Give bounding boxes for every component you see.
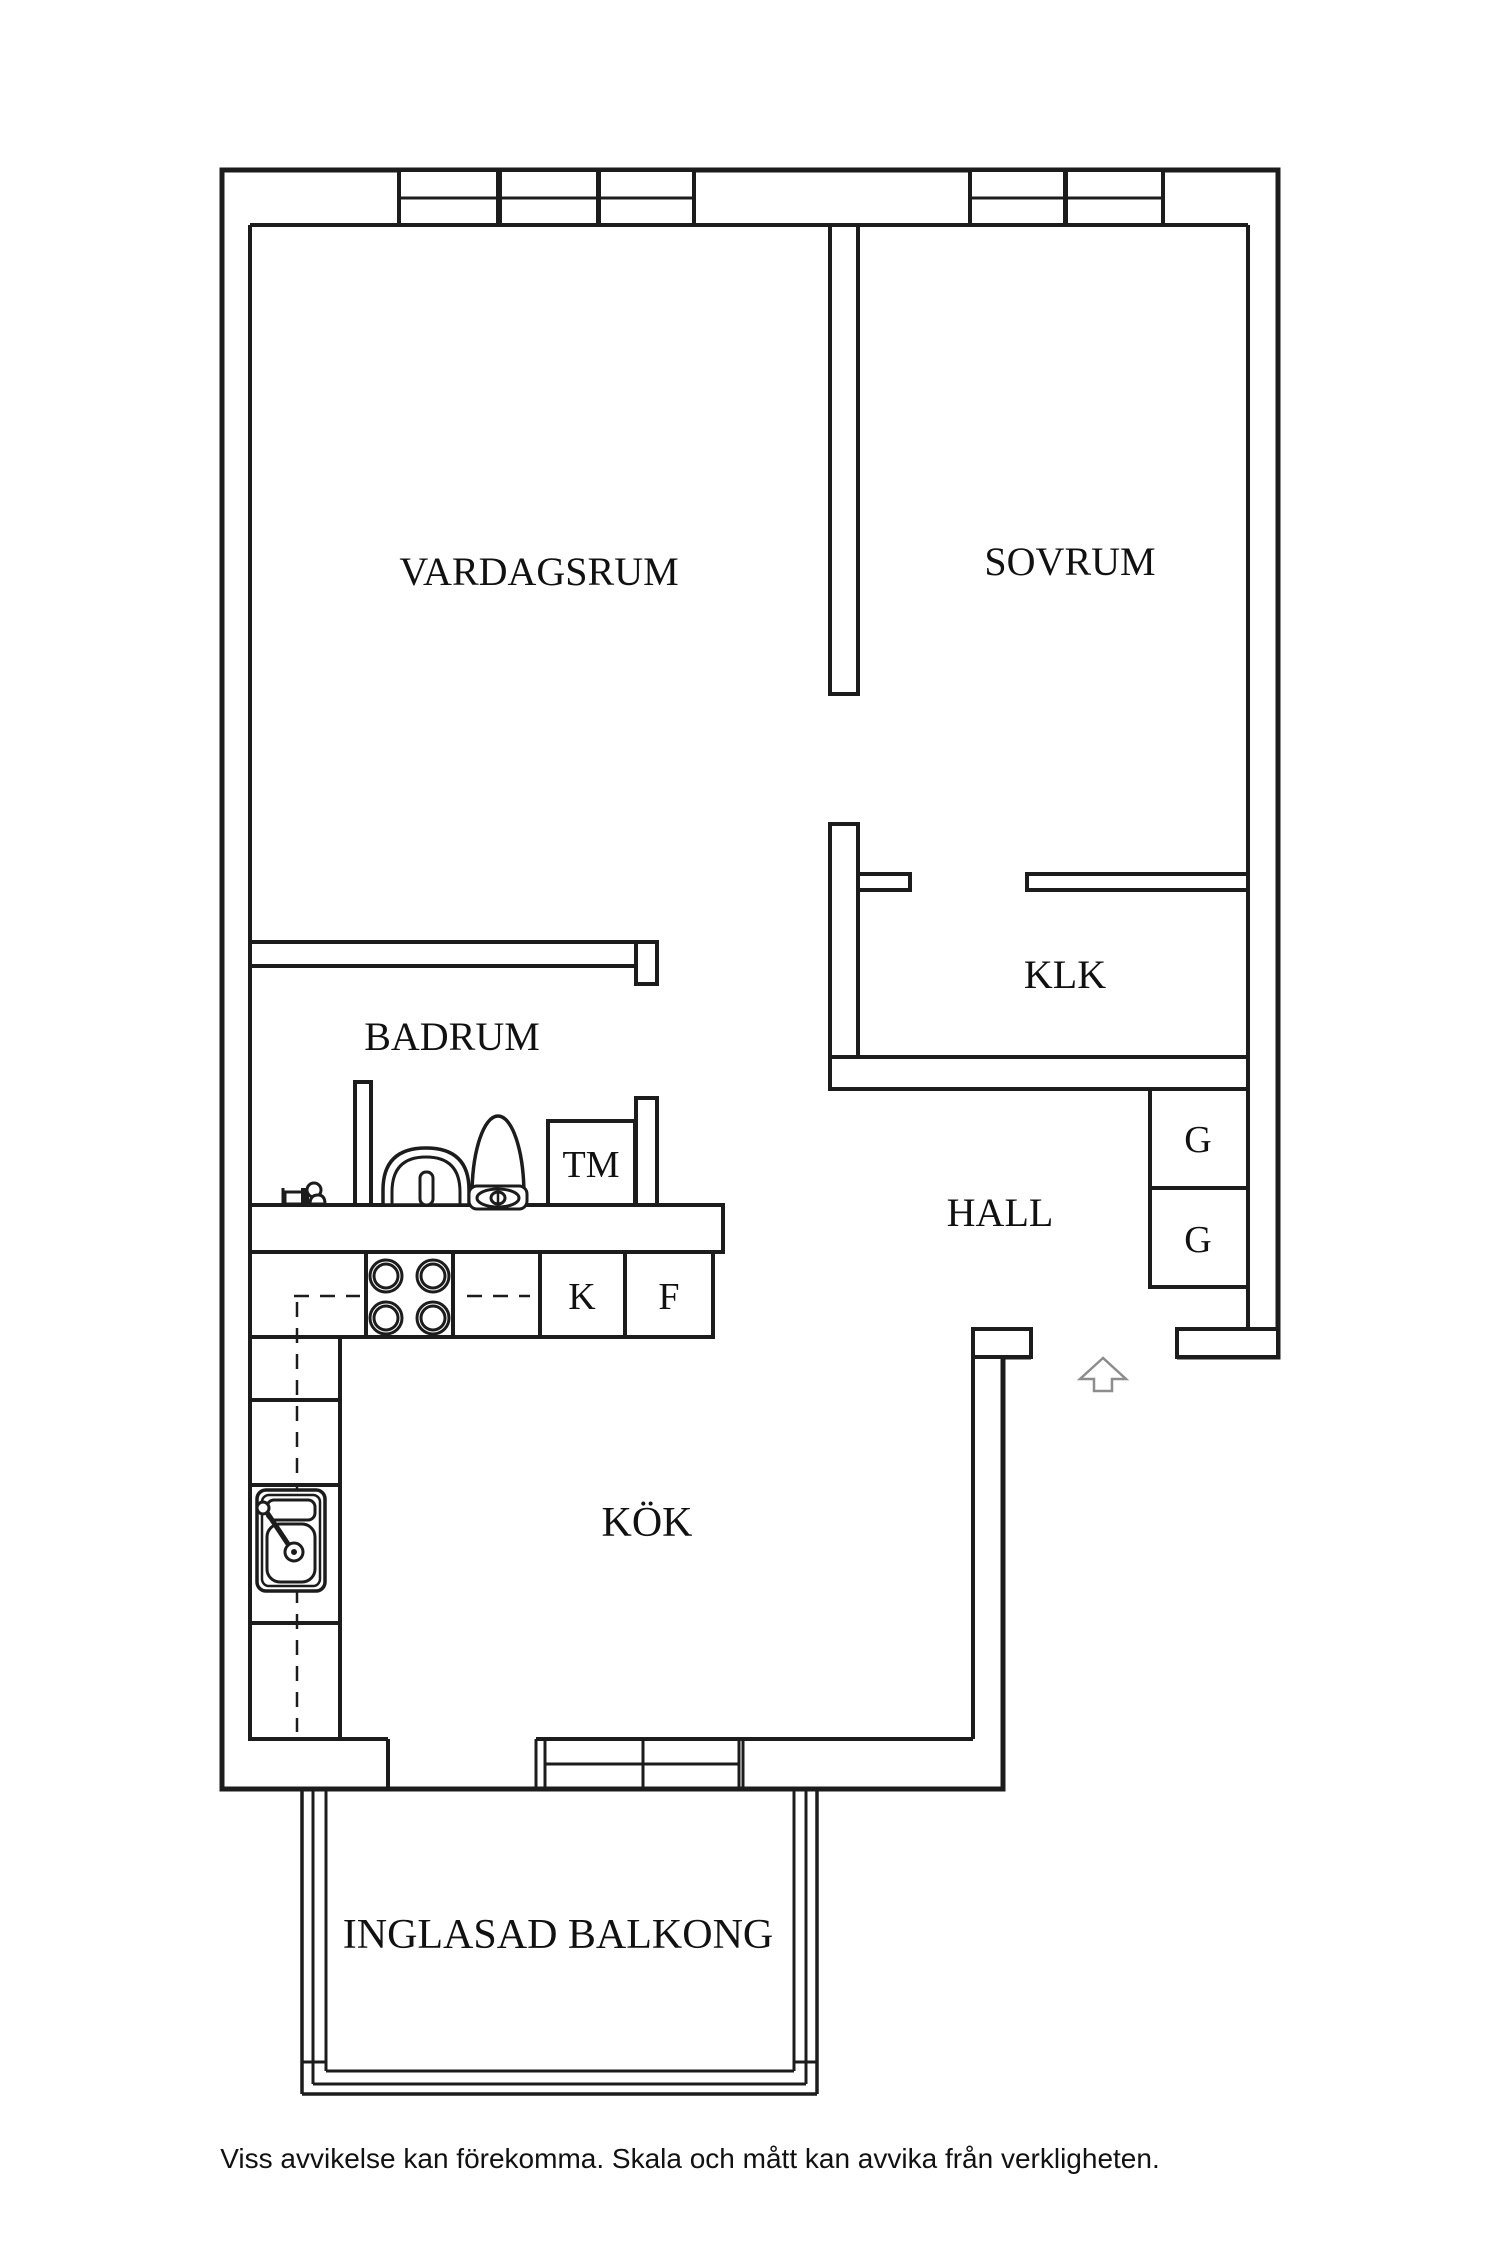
entry-wall-left-piece xyxy=(971,1327,1033,1359)
fixture-label-f: F xyxy=(658,1276,679,1318)
counter-corner-unit xyxy=(248,1250,368,1339)
toilet-icon xyxy=(467,1114,529,1211)
wardrobe-lower-box xyxy=(1148,1186,1250,1289)
balcony-window-band xyxy=(534,1739,745,1789)
room-label-sovrum: SOVRUM xyxy=(984,539,1155,584)
room-label-kok: KÖK xyxy=(602,1500,693,1546)
closet-door-stub xyxy=(856,872,912,892)
disclaimer-text: Viss avvikelse kan förekomma. Skala och … xyxy=(220,2143,1159,2174)
closet-bottom-wall xyxy=(828,1055,1250,1091)
livingroom-bedroom-wall-upper xyxy=(828,223,860,696)
room-label-vardagsrum: VARDAGSRUM xyxy=(399,549,678,594)
facade-windows xyxy=(397,168,1165,227)
interior-walls xyxy=(248,223,1280,1359)
bathroom-door-top-jamb xyxy=(634,940,659,986)
fixture-label-tm: TM xyxy=(563,1144,620,1186)
counter-strip-unit xyxy=(248,1621,342,1741)
bathroom-fixtures xyxy=(281,1114,637,1211)
room-label-hall: HALL xyxy=(947,1190,1054,1235)
stove-burners-icon xyxy=(368,1258,451,1336)
fixture-label-k: K xyxy=(568,1276,596,1318)
washbasin-icon xyxy=(381,1146,471,1207)
hall-wardrobes xyxy=(1148,1087,1250,1289)
livingroom-bathroom-wall xyxy=(248,940,638,968)
exterior-walls xyxy=(219,167,1281,1792)
entry-arrow-icon xyxy=(1076,1356,1130,1393)
fridge-box xyxy=(538,1250,627,1339)
faucet-accessory-icon xyxy=(281,1181,327,1206)
bathroom-partition-stub xyxy=(353,1080,373,1207)
room-labels: VARDAGSRUM SOVRUM KLK BADRUM HALL KÖK IN… xyxy=(343,539,1212,1958)
fixture-label-g-lower: G xyxy=(1184,1219,1211,1261)
entry-wall-right-piece xyxy=(1175,1327,1280,1359)
bathroom-kitchen-wall xyxy=(248,1203,725,1254)
balcony xyxy=(300,1739,819,2096)
balcony-railing xyxy=(300,1789,819,2096)
counter-unit xyxy=(451,1250,542,1339)
washing-machine-box xyxy=(546,1119,637,1207)
room-label-klk: KLK xyxy=(1024,952,1106,997)
outer-wall-outline xyxy=(219,167,1281,1792)
fixture-label-g-upper: G xyxy=(1184,1119,1211,1161)
livingroom-bedroom-wall-lower xyxy=(828,822,860,1091)
kitchen-counter xyxy=(248,1250,715,1741)
wardrobe-upper-box xyxy=(1148,1087,1250,1190)
room-label-balkong: INGLASAD BALKONG xyxy=(343,1912,773,1958)
kitchen-sink-icon xyxy=(255,1488,327,1593)
closet-top-wall xyxy=(1025,872,1250,892)
counter-strip-unit xyxy=(248,1335,342,1402)
room-label-badrum: BADRUM xyxy=(364,1014,540,1059)
bathroom-door-bottom-jamb xyxy=(634,1096,659,1207)
freezer-box xyxy=(623,1250,715,1339)
counter-strip-unit xyxy=(248,1398,342,1487)
